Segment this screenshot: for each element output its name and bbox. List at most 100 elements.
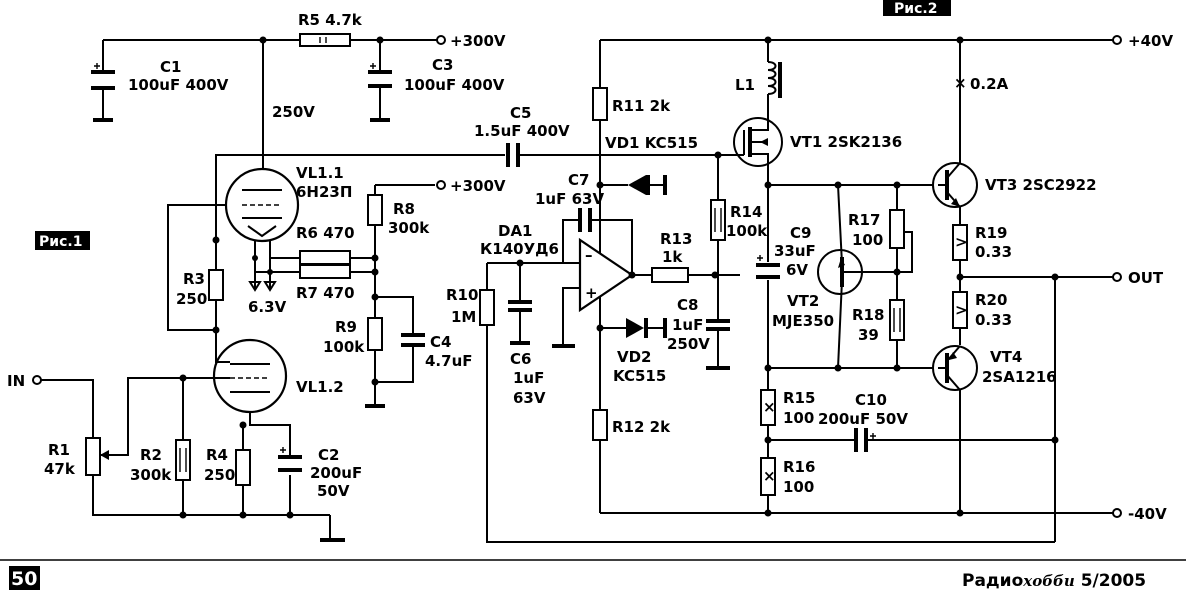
label-c8-voltage: 250V [667, 335, 710, 353]
label-r3-ref: R3 [183, 270, 205, 288]
label-anode-voltage: 250V [272, 103, 315, 121]
label-300v-top: +300V [450, 32, 506, 50]
label-da1-value: К140УД6 [480, 240, 559, 258]
label-r1-value: 47k [44, 460, 76, 478]
zener-vd1 [628, 175, 646, 195]
label-vt3: VT3 2SC2922 [985, 176, 1097, 194]
label-c10-value: 200uF 50V [818, 410, 908, 428]
resistor-r14 [710, 199, 726, 241]
label-r20-ref: R20 [975, 291, 1007, 309]
fuse-mark: × [954, 74, 967, 92]
resistor-r17 [889, 209, 905, 249]
magazine-name: Радиохобби 5/2005 [962, 571, 1146, 591]
label-c8-value: 1uF [672, 316, 703, 334]
figure1-preamp: +300V R5 4.7k C1 100uF 400V C3 100uF 400… [7, 11, 506, 542]
label-r16-ref: R16 [783, 458, 815, 476]
label-r7: R7 470 [296, 284, 355, 302]
label-in: IN [7, 372, 25, 390]
resistor-r6 [299, 250, 351, 265]
label-r11: R11 2k [612, 97, 671, 115]
label-r15-value: 100 [783, 409, 814, 427]
terminal-in [32, 375, 42, 385]
resistor-r7 [299, 264, 351, 279]
label-da1-ref: DA1 [498, 222, 533, 240]
potentiometer-r1 [85, 437, 101, 476]
label-r17-ref: R17 [848, 211, 880, 229]
opamp-da1 [578, 237, 634, 313]
label-vt2-value: MJE350 [772, 312, 834, 330]
terminal-300v-mid [436, 180, 446, 190]
label-r17-value: 100 [852, 231, 883, 249]
label-c1-ref: C1 [160, 58, 181, 76]
label-r2-value: 300k [130, 466, 172, 484]
label-vl1-1-value: 6Н23П [296, 183, 352, 201]
label-r1-ref: R1 [48, 441, 70, 459]
transistor-vt3 [932, 162, 978, 208]
label-r6: R6 470 [296, 224, 355, 242]
transistor-vt4 [932, 345, 978, 391]
opamp-minus-sign: – [585, 246, 593, 264]
label-vl1-2-ref: VL1.2 [296, 378, 344, 396]
resistor-r10 [479, 289, 495, 326]
label-vl1-1-ref: VL1.1 [296, 164, 344, 182]
label-c7-ref: C7 [568, 171, 589, 189]
label-vt4-ref: VT4 [990, 348, 1022, 366]
label-c1-value: 100uF 400V [128, 76, 229, 94]
label-vd2-value: KC515 [613, 367, 666, 385]
label-r13-ref: R13 [660, 230, 692, 248]
label-c2-ref: C2 [318, 446, 339, 464]
resistor-r9 [367, 317, 383, 351]
label-r4-ref: R4 [206, 446, 228, 464]
label-r2-ref: R2 [140, 446, 162, 464]
terminal-plus40v [1112, 35, 1122, 45]
label-c4-ref: C4 [430, 333, 451, 351]
label-fuse: 0.2A [970, 75, 1009, 93]
label-r10-ref: R10 [446, 286, 478, 304]
opamp-plus-sign: + [585, 284, 598, 302]
resistor-r13 [651, 267, 689, 283]
terminal-300v-top [436, 35, 446, 45]
resistor-r3 [208, 269, 224, 301]
resistor-r2 [175, 439, 191, 481]
label-r19-ref: R19 [975, 224, 1007, 242]
label-r15-ref: R15 [783, 389, 815, 407]
label-c6-voltage: 63V [513, 389, 546, 407]
label-minus40v: -40V [1128, 505, 1167, 523]
label-out: OUT [1128, 269, 1164, 287]
resistor-r5 [299, 33, 351, 47]
label-c6-ref: C6 [510, 350, 531, 368]
label-r18-ref: R18 [852, 306, 884, 324]
resistor-r8 [367, 194, 383, 226]
label-r5: R5 4.7k [298, 11, 363, 29]
label-r14-ref: R14 [730, 203, 762, 221]
figure2-tag [883, 0, 951, 16]
label-r14-value: 100k [726, 222, 768, 240]
label-c4-value: 4.7uF [425, 352, 473, 370]
label-r4-value: 250 [204, 466, 235, 484]
figure2-tag-text: Рис.2 [894, 1, 937, 17]
label-c9-value: 33uF [774, 242, 816, 260]
label-r12: R12 2k [612, 418, 671, 436]
label-vd2-ref: VD2 [617, 348, 652, 366]
label-c3-ref: C3 [432, 56, 453, 74]
label-plus40v: +40V [1128, 32, 1173, 50]
zener-vd2 [626, 318, 644, 338]
label-c2-value: 200uF [310, 464, 362, 482]
label-r3-value: 250 [176, 290, 207, 308]
r19-mark: > [955, 233, 968, 251]
label-c9-ref: C9 [790, 224, 811, 242]
page-number-box [9, 566, 40, 590]
resistor-r18 [889, 299, 905, 341]
label-r9-ref: R9 [335, 318, 357, 336]
figure1-tag [35, 231, 90, 250]
label-r8-ref: R8 [393, 200, 415, 218]
label-r16-value: 100 [783, 478, 814, 496]
page-number: 50 [11, 568, 37, 590]
label-r10-value: 1M [451, 308, 476, 326]
label-r18-value: 39 [858, 326, 879, 344]
resistor-r15 [760, 389, 776, 426]
r16-mark: × [763, 467, 776, 485]
label-c6-value: 1uF [513, 369, 544, 387]
figure1-tag-text: Рис.1 [39, 234, 82, 250]
